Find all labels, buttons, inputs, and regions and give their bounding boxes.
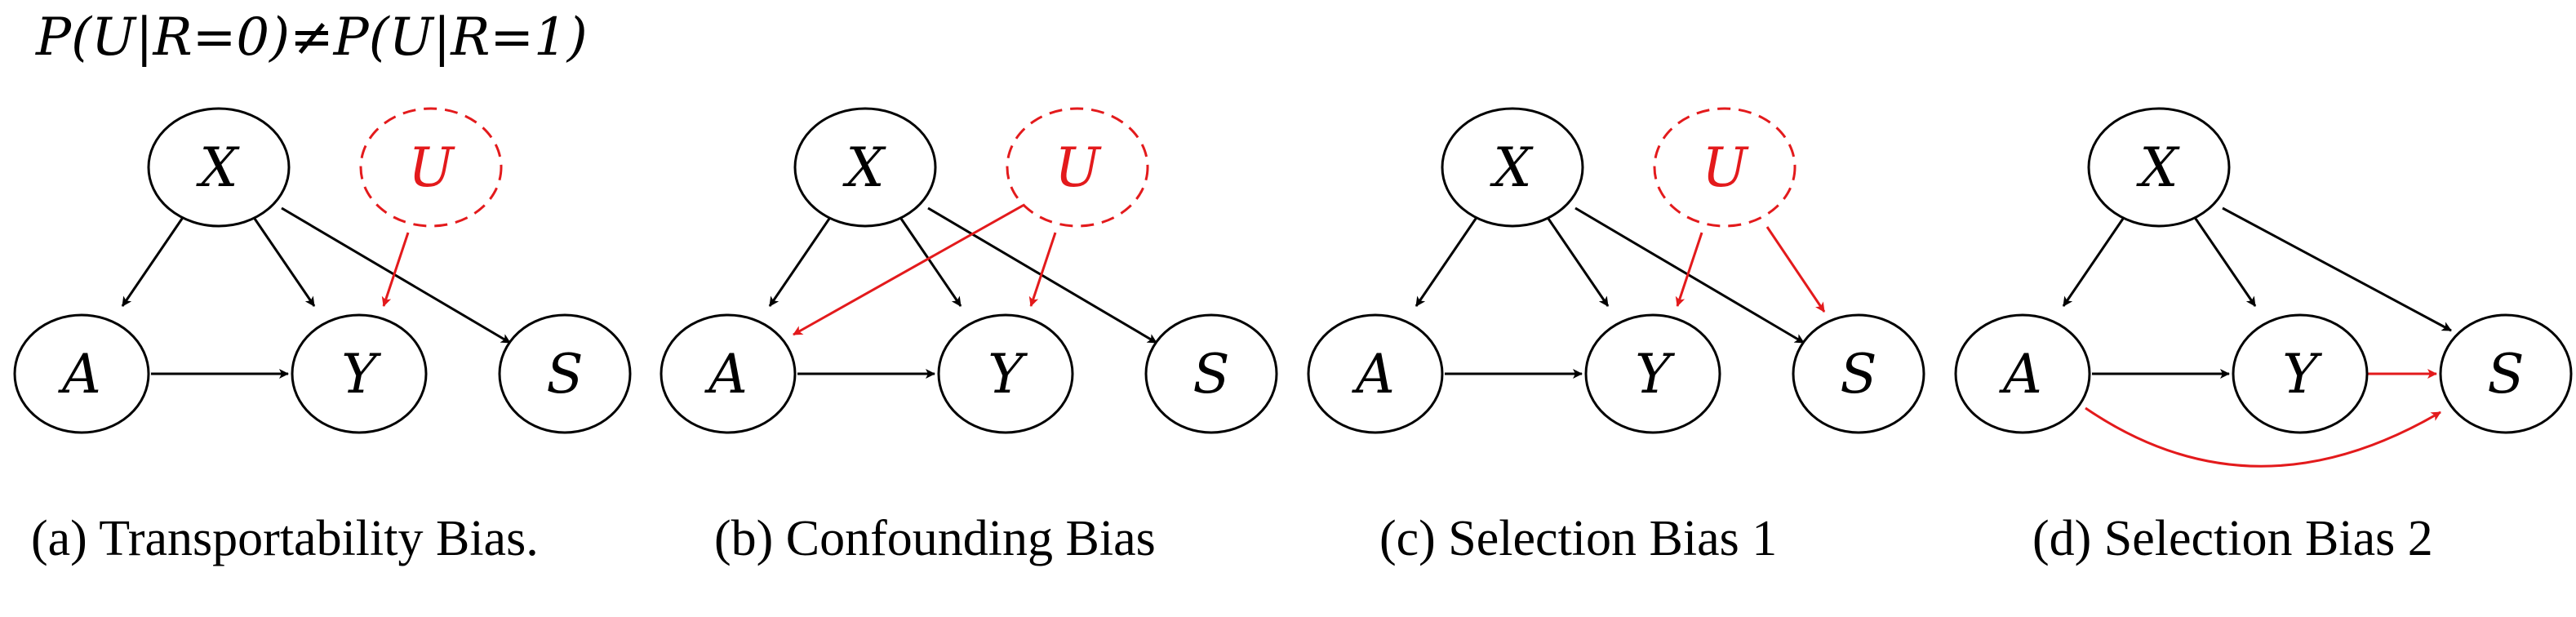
- node-s-label: S: [1840, 343, 1876, 406]
- panel-d: X A Y S: [1954, 107, 2573, 468]
- node-u-label: U: [1702, 136, 1749, 199]
- node-u-label: U: [408, 136, 455, 199]
- node-u-label: U: [1055, 136, 1102, 199]
- node-x[interactable]: [793, 107, 937, 228]
- edge-x-y: [898, 215, 962, 307]
- node-s-label: S: [1193, 343, 1229, 406]
- u-distribution-formula: P(U|R=0)≠P(U|R=1): [36, 7, 588, 68]
- edge-x-a: [768, 215, 833, 307]
- node-y[interactable]: [937, 313, 1074, 434]
- node-u[interactable]: [1006, 107, 1149, 228]
- node-a[interactable]: [1954, 313, 2091, 434]
- edge-x-s: [1574, 206, 1805, 344]
- node-s[interactable]: [1792, 313, 1925, 434]
- node-x-label: X: [2136, 136, 2181, 199]
- edge-x-s: [281, 206, 511, 344]
- node-a[interactable]: [13, 313, 150, 434]
- edge-u-s[interactable]: [1765, 226, 1826, 313]
- node-x[interactable]: [147, 107, 291, 228]
- panel-a: X U A Y S: [13, 107, 632, 434]
- node-y-label: Y: [1635, 343, 1675, 406]
- node-u[interactable]: [1653, 107, 1797, 228]
- node-x-label: X: [196, 136, 241, 199]
- edge-x-y: [2192, 215, 2257, 307]
- edge-x-s: [2222, 206, 2452, 332]
- panel-b: X U A Y S: [660, 107, 1278, 434]
- edge-a-s[interactable]: [2085, 406, 2441, 468]
- edge-u-y[interactable]: [1675, 232, 1703, 307]
- node-y[interactable]: [1584, 313, 1721, 434]
- node-a[interactable]: [660, 313, 797, 434]
- node-s-label: S: [546, 343, 583, 406]
- node-x[interactable]: [2087, 107, 2231, 228]
- node-s-label: S: [2487, 343, 2524, 406]
- edge-u-a[interactable]: [793, 201, 1029, 336]
- node-y-label: Y: [2282, 343, 2322, 406]
- node-y[interactable]: [291, 313, 428, 434]
- caption-c: (c) Selection Bias 1: [1379, 511, 1778, 566]
- edge-x-y: [251, 215, 316, 307]
- edge-x-a: [2062, 215, 2126, 307]
- node-u[interactable]: [359, 107, 503, 228]
- node-s[interactable]: [2439, 313, 2573, 434]
- edge-u-y[interactable]: [381, 232, 410, 307]
- edge-x-a: [121, 215, 185, 307]
- node-a[interactable]: [1307, 313, 1444, 434]
- node-y-label: Y: [988, 343, 1028, 406]
- edge-u-y[interactable]: [1028, 232, 1057, 307]
- node-a-label: A: [1998, 343, 2042, 406]
- caption-a: (a) Transportability Bias.: [31, 511, 539, 566]
- edge-x-a: [1415, 215, 1479, 307]
- node-x-label: X: [1490, 136, 1534, 199]
- node-a-label: A: [1351, 343, 1395, 406]
- node-s[interactable]: [1144, 313, 1278, 434]
- node-s[interactable]: [498, 313, 632, 434]
- node-a-label: A: [57, 343, 101, 406]
- node-a-label: A: [704, 343, 748, 406]
- node-x[interactable]: [1441, 107, 1584, 228]
- caption-d: (d) Selection Bias 2: [2032, 511, 2433, 566]
- caption-b: (b) Confounding Bias: [714, 511, 1156, 566]
- edge-x-y: [1545, 215, 1610, 307]
- panel-c: X U A Y S: [1307, 107, 1925, 434]
- node-y[interactable]: [2232, 313, 2369, 434]
- node-x-label: X: [842, 136, 887, 199]
- node-y-label: Y: [341, 343, 381, 406]
